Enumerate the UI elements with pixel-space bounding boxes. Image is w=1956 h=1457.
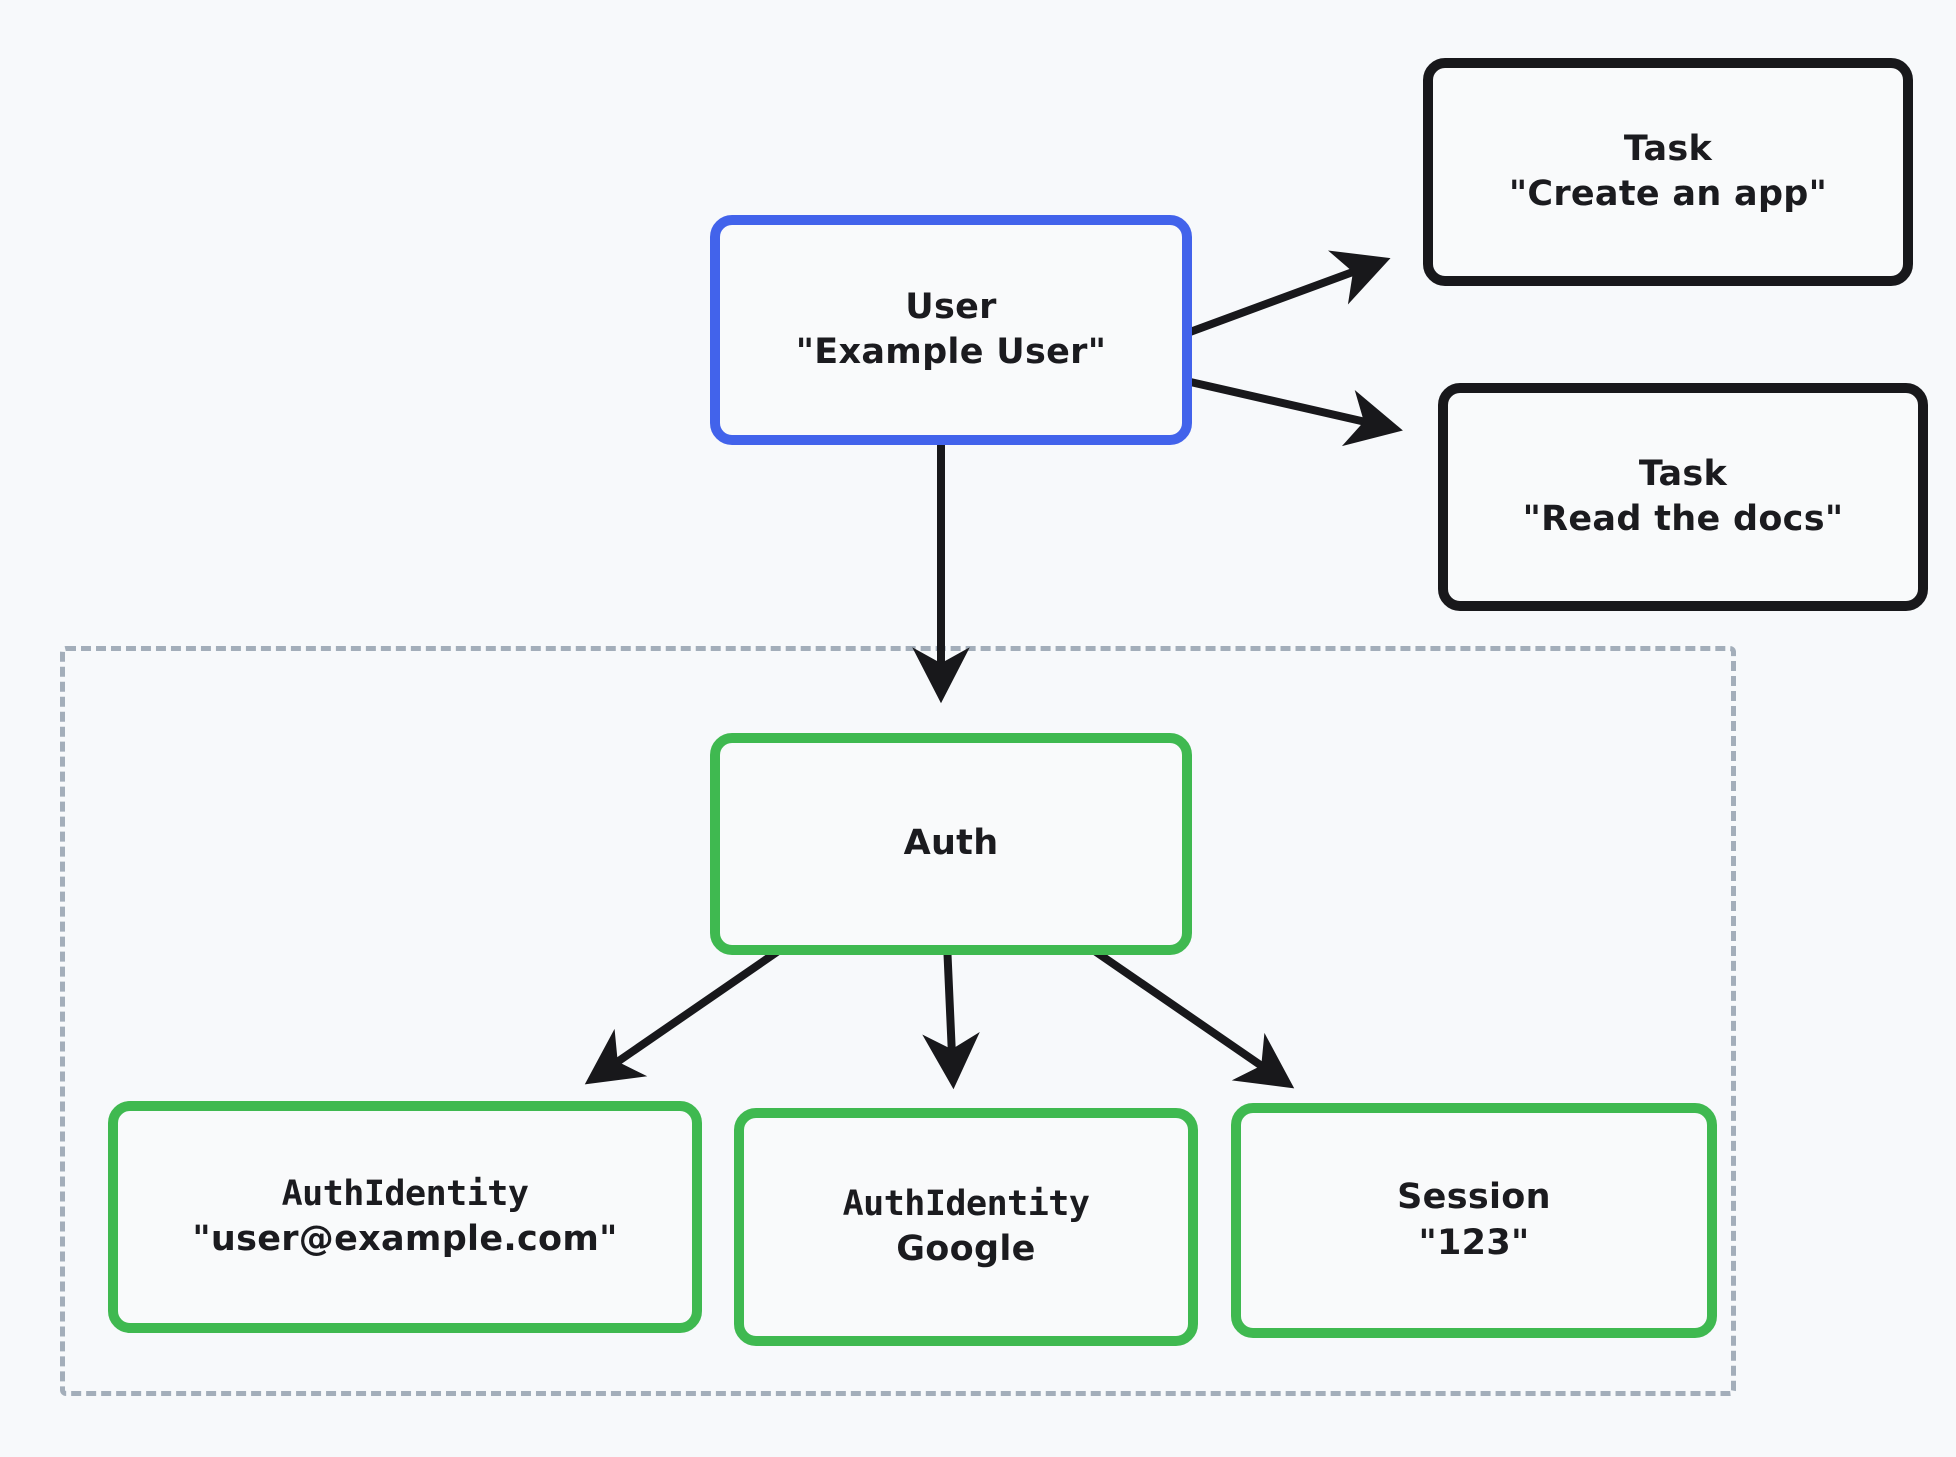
node-authidentity-email[interactable]: AuthIdentity "user@example.com" xyxy=(108,1101,702,1333)
node-task-create-subtitle: "Create an app" xyxy=(1508,174,1828,214)
edge-user-to-task-read xyxy=(1182,377,1403,447)
node-authidentity-google[interactable]: AuthIdentity Google xyxy=(734,1108,1198,1346)
node-user[interactable]: User "Example User" xyxy=(710,215,1192,445)
node-user-title: User xyxy=(905,286,997,327)
node-authidentity-google-subtitle: Google xyxy=(896,1229,1036,1269)
node-session-subtitle: "123" xyxy=(1418,1222,1530,1263)
node-task-read[interactable]: Task "Read the docs" xyxy=(1438,383,1928,611)
node-authidentity-email-title: AuthIdentity xyxy=(281,1173,529,1214)
node-session[interactable]: Session "123" xyxy=(1231,1103,1717,1338)
node-auth-title: Auth xyxy=(903,823,999,864)
node-user-subtitle: "Example User" xyxy=(795,332,1107,372)
node-task-read-title: Task xyxy=(1638,453,1728,494)
node-session-title: Session xyxy=(1397,1177,1551,1217)
edge-user-to-task-create xyxy=(1186,250,1391,336)
node-task-read-subtitle: "Read the docs" xyxy=(1522,499,1844,539)
auth-group-container xyxy=(60,646,1736,1396)
node-authidentity-email-subtitle: "user@example.com" xyxy=(192,1219,618,1259)
node-task-create-title: Task xyxy=(1623,128,1713,169)
node-auth[interactable]: Auth xyxy=(710,733,1192,955)
node-task-create[interactable]: Task "Create an app" xyxy=(1423,58,1913,286)
node-authidentity-google-title: AuthIdentity xyxy=(842,1183,1090,1224)
